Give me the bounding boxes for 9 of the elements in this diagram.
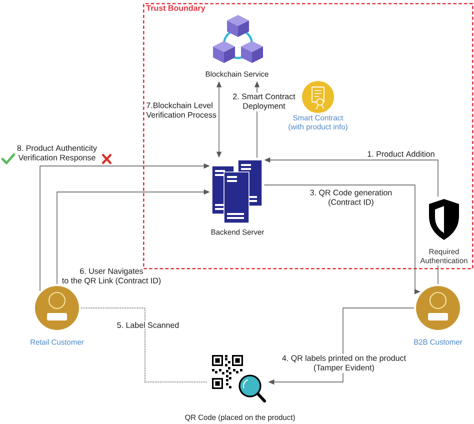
edge-label: 8. Product Authenticity Verification Response <box>17 145 97 162</box>
edge-label: 3. QR Code generation (Contract ID) <box>310 190 392 206</box>
edge-label: 7.Blockchain Level Verification Process <box>146 102 216 118</box>
edge-label: 5. Label Scanned <box>116 321 180 329</box>
dotted-line <box>81 307 207 383</box>
edge-label: 6. User Navigates to the QR Link (Contract ID) <box>62 268 161 285</box>
edge-label: 2. Smart Contract Deployment <box>228 92 300 112</box>
edge-label: 1. Product Addition <box>368 150 434 157</box>
edge-label: 4. QR labels printed on the product (Tamper Evident) <box>278 354 410 373</box>
